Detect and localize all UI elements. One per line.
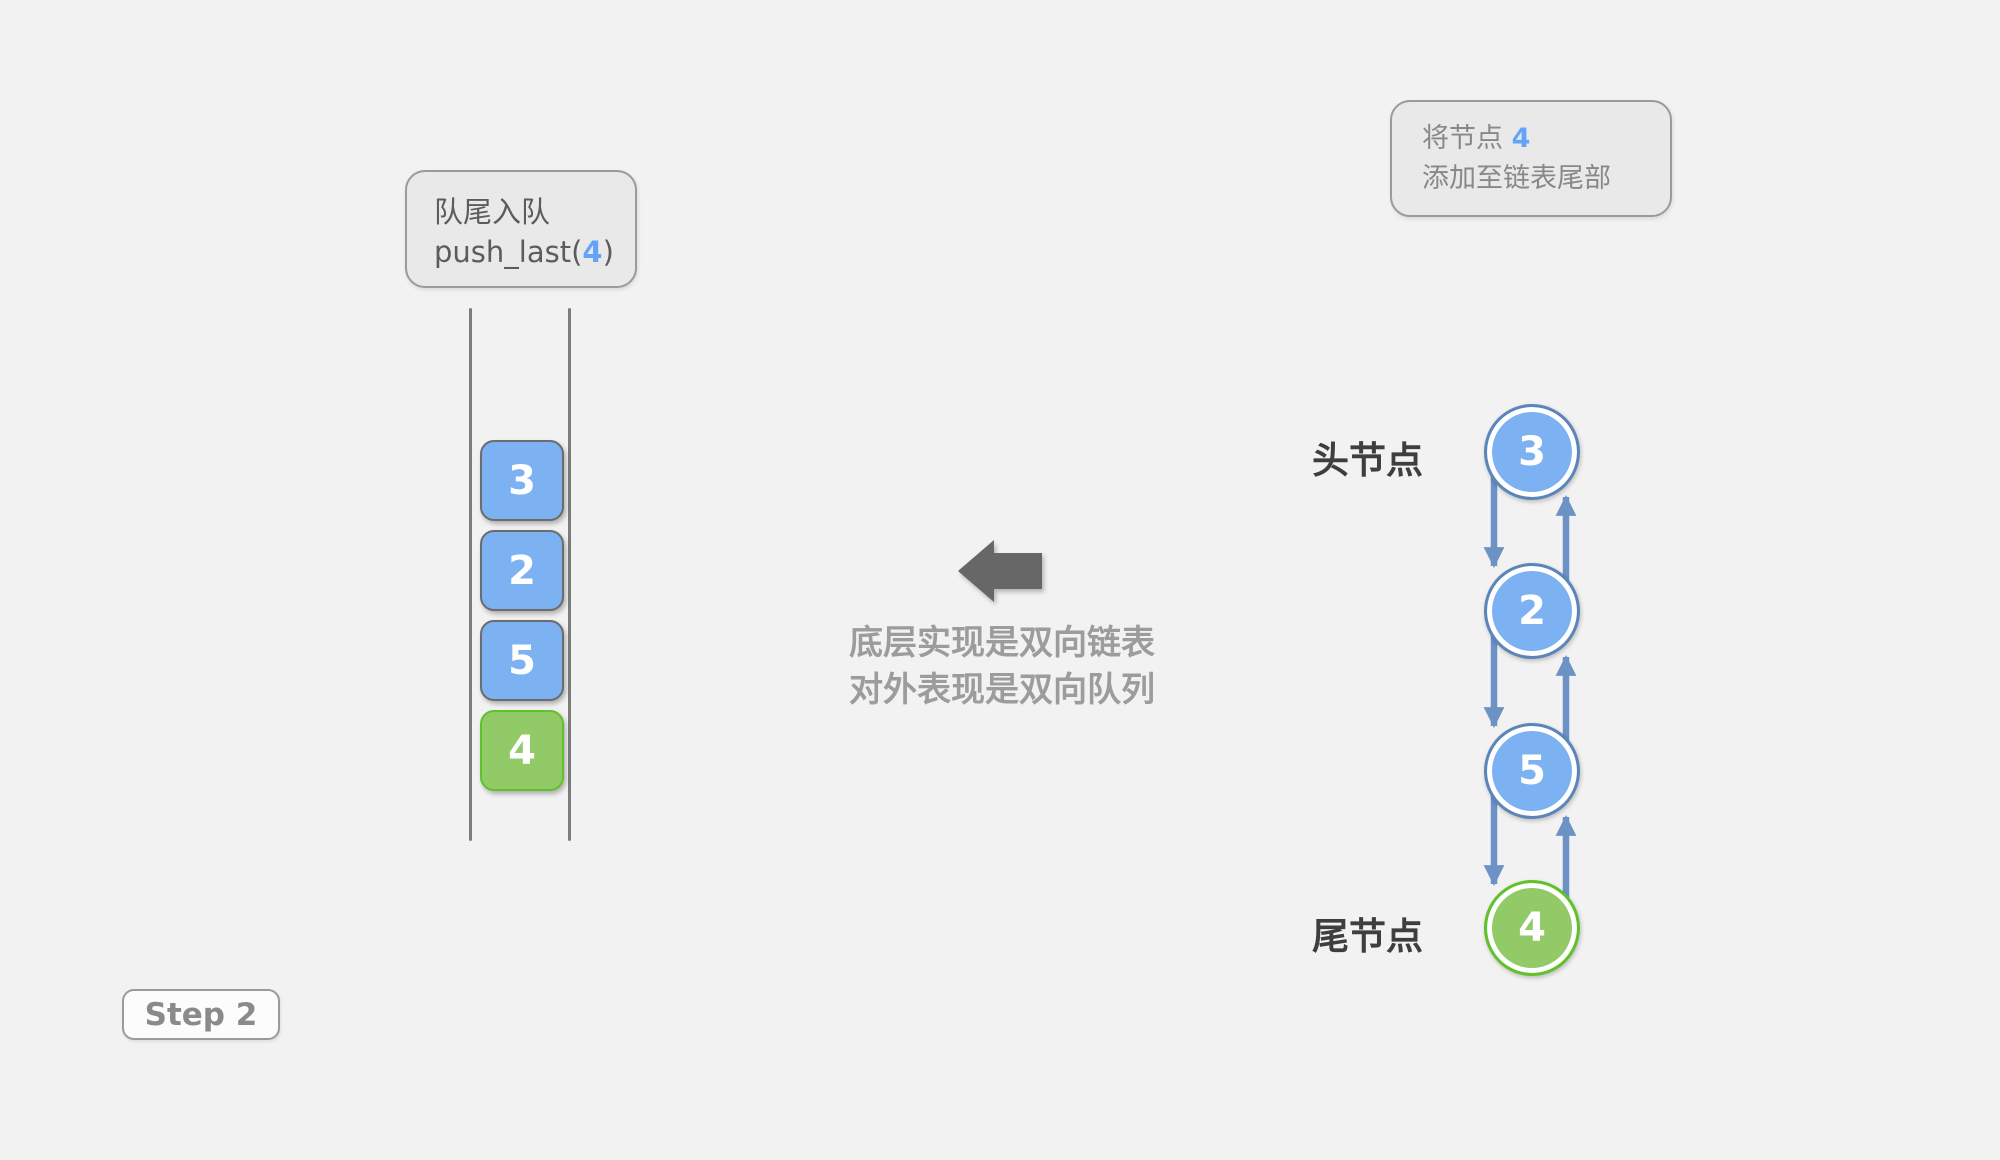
caption-line-2: 对外表现是双向队列 (849, 670, 1155, 710)
note-line-1: 将节点 4 (1422, 119, 1670, 159)
queue-item-new: 4 (480, 710, 564, 791)
list-node: 2 (1484, 563, 1580, 659)
queue-wall-right (568, 308, 571, 841)
code-prefix: push_last( (434, 235, 583, 269)
head-node-label: 头节点 (1312, 439, 1423, 482)
list-node: 5 (1484, 723, 1580, 819)
note-line-2: 添加至链表尾部 (1422, 163, 1611, 194)
list-node-value: 5 (1518, 748, 1546, 794)
queue-item: 5 (480, 620, 564, 701)
left-arrow-icon (958, 540, 1042, 602)
list-node: 3 (1484, 404, 1580, 500)
queue-operation-callout: 队尾入队 push_last(4) (405, 170, 637, 288)
queue-item-value: 3 (508, 457, 536, 504)
queue-item: 2 (480, 530, 564, 611)
note-prefix: 将节点 (1422, 123, 1512, 154)
list-node-new: 4 (1484, 880, 1580, 976)
code-suffix: ) (602, 235, 614, 269)
step-badge: Step 2 (122, 989, 280, 1040)
note-value: 4 (1511, 123, 1531, 154)
deque-caption: 底层实现是双向链表 对外表现是双向队列 (802, 620, 1202, 714)
list-node-value: 2 (1518, 588, 1546, 634)
queue-operation-code: push_last(4) (434, 232, 635, 272)
list-node-value: 4 (1518, 905, 1546, 951)
queue-item-value: 2 (508, 547, 536, 594)
caption-line-1: 底层实现是双向链表 (849, 623, 1155, 663)
list-node-value: 3 (1518, 429, 1546, 475)
code-argument: 4 (582, 235, 603, 269)
queue-item-value: 4 (508, 727, 536, 774)
queue-operation-title: 队尾入队 (434, 195, 551, 229)
queue-item-value: 5 (508, 637, 536, 684)
note-callout: 将节点 4 添加至链表尾部 (1390, 100, 1672, 217)
queue-wall-left (469, 308, 472, 841)
tail-node-label: 尾节点 (1312, 915, 1423, 958)
queue-item: 3 (480, 440, 564, 521)
